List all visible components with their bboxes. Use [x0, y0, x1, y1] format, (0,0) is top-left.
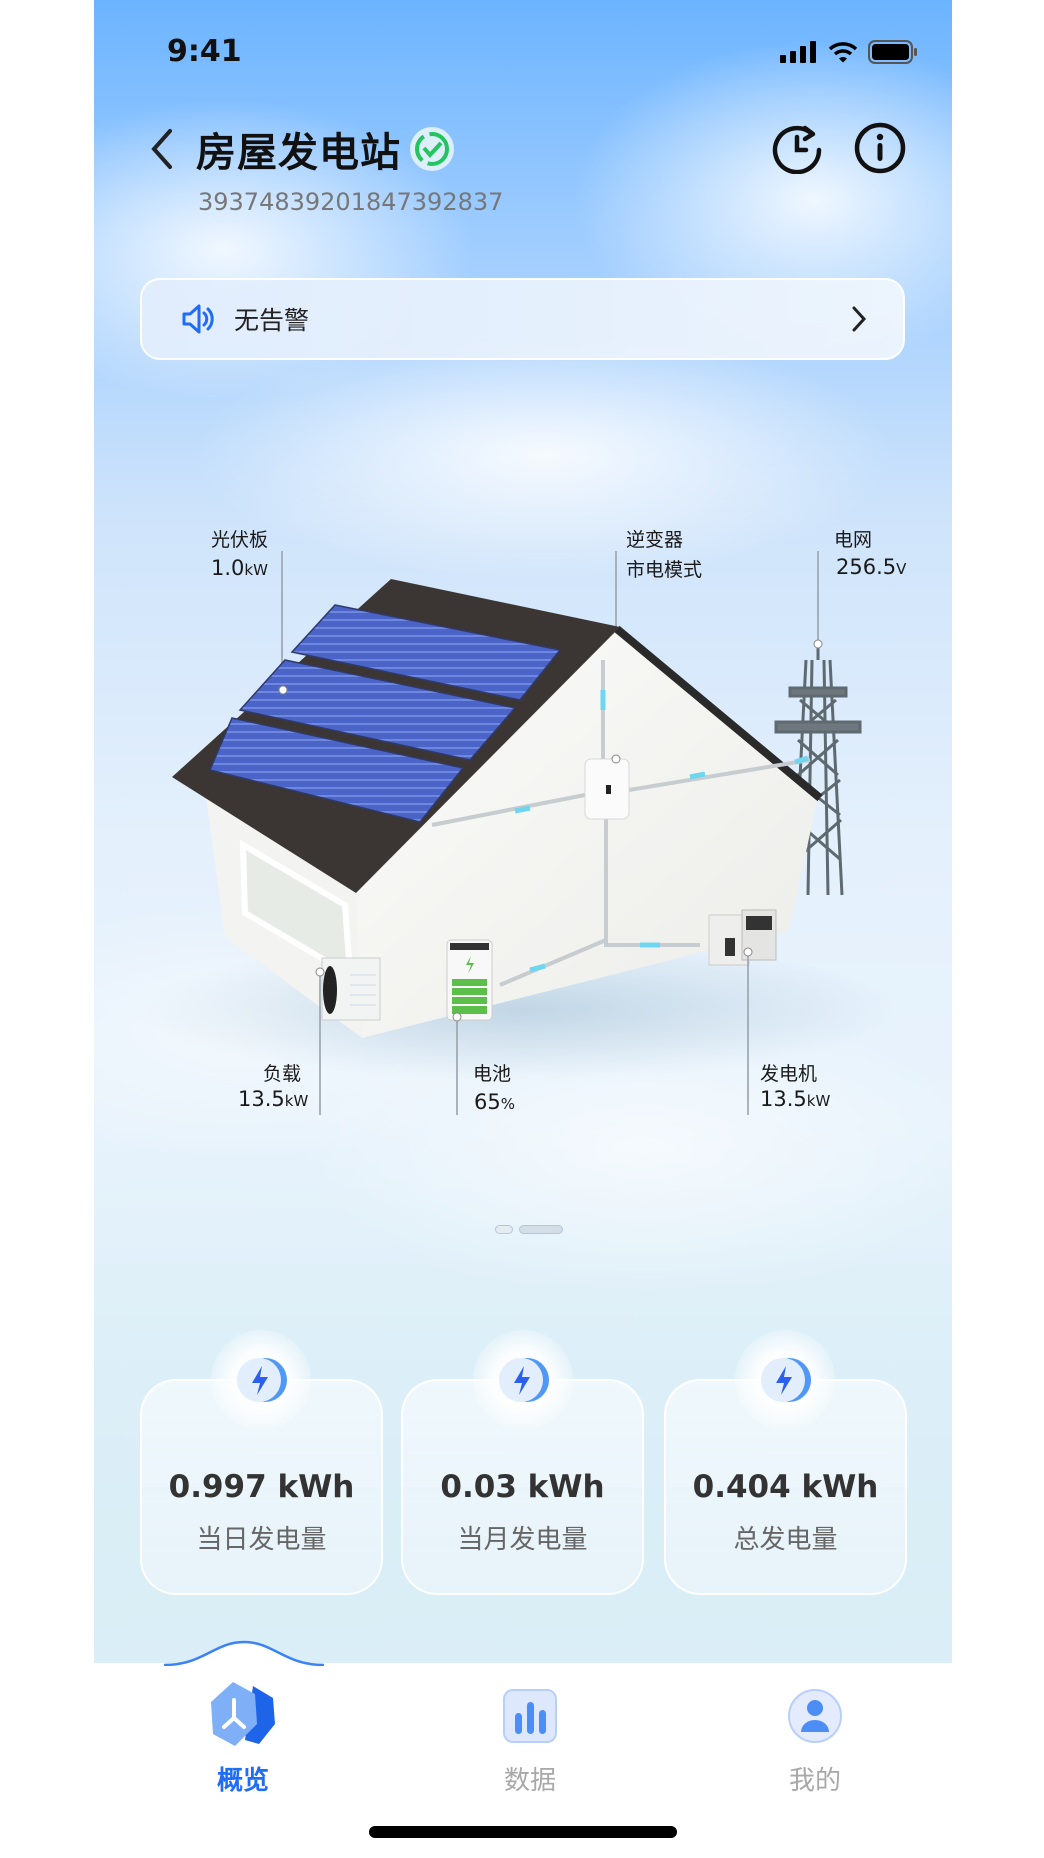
battery-unit	[446, 939, 493, 1021]
generator-label: 发电机	[760, 1063, 818, 1085]
battery-label: 电池	[473, 1063, 512, 1085]
inverter-label: 逆变器	[626, 529, 684, 551]
alert-text: 无告警	[234, 306, 310, 335]
history-icon[interactable]	[772, 122, 824, 174]
load-label: 负载	[263, 1063, 302, 1085]
grid-label: 电网	[834, 529, 873, 551]
lightning-icon	[237, 1358, 287, 1402]
stat-label: 当日发电量	[196, 1525, 327, 1555]
check-circle-icon	[410, 127, 454, 171]
page-title: 房屋发电站	[196, 130, 401, 176]
generator-unit	[708, 909, 777, 966]
energy-flow-diagram	[140, 551, 900, 1115]
status-time: 9:41	[167, 34, 242, 69]
status-icons	[780, 40, 918, 64]
grid-value: 256.5V	[836, 555, 907, 579]
tab-overview[interactable]: 概览	[173, 1680, 313, 1797]
station-id: 39374839201847392837	[198, 188, 504, 216]
page-indicator	[495, 1225, 563, 1234]
page-dot[interactable]	[495, 1225, 513, 1234]
chevron-right-icon	[852, 306, 867, 332]
tab-label: 概览	[216, 1766, 269, 1796]
bar-chart-icon	[503, 1689, 557, 1743]
inverter-mode: 市电模式	[626, 559, 703, 581]
stat-label: 总发电量	[733, 1525, 838, 1555]
speaker-icon	[182, 304, 214, 334]
pv-value: 1.0kW	[211, 556, 268, 580]
house-front-wall	[356, 629, 818, 1038]
load-ac-unit	[321, 957, 381, 1021]
battery-value: 65%	[474, 1090, 515, 1114]
pv-label: 光伏板	[211, 529, 269, 551]
tab-label: 数据	[503, 1766, 556, 1796]
header: 房屋发电站	[148, 120, 455, 178]
solar-panels	[208, 604, 562, 823]
tab-data[interactable]: 数据	[460, 1680, 600, 1797]
load-value: 13.5kW	[238, 1087, 309, 1111]
user-icon	[788, 1689, 842, 1743]
alert-bar[interactable]: 无告警	[140, 278, 905, 360]
battery-icon	[868, 40, 917, 64]
tab-profile[interactable]: 我的	[745, 1680, 885, 1797]
active-tab-bump	[164, 1640, 324, 1666]
stat-value: 0.404 kWh	[692, 1469, 879, 1505]
signal-icon	[780, 41, 816, 63]
generator-value: 13.5kW	[760, 1087, 831, 1111]
page-dot-active[interactable]	[519, 1225, 563, 1234]
wifi-icon	[828, 42, 858, 63]
phone-screen: 9:41 房屋发电站 39374839201847392837 无告警	[94, 0, 952, 1858]
overview-icon	[211, 1682, 275, 1746]
stat-value: 0.997 kWh	[168, 1469, 355, 1505]
stat-label: 当月发电量	[457, 1525, 588, 1555]
back-chevron-icon[interactable]	[148, 127, 176, 171]
info-icon[interactable]	[854, 122, 906, 174]
stat-value: 0.03 kWh	[440, 1469, 605, 1505]
lightning-icon	[761, 1358, 811, 1402]
home-indicator	[369, 1826, 677, 1838]
lightning-icon	[499, 1358, 549, 1402]
tab-label: 我的	[788, 1766, 841, 1796]
